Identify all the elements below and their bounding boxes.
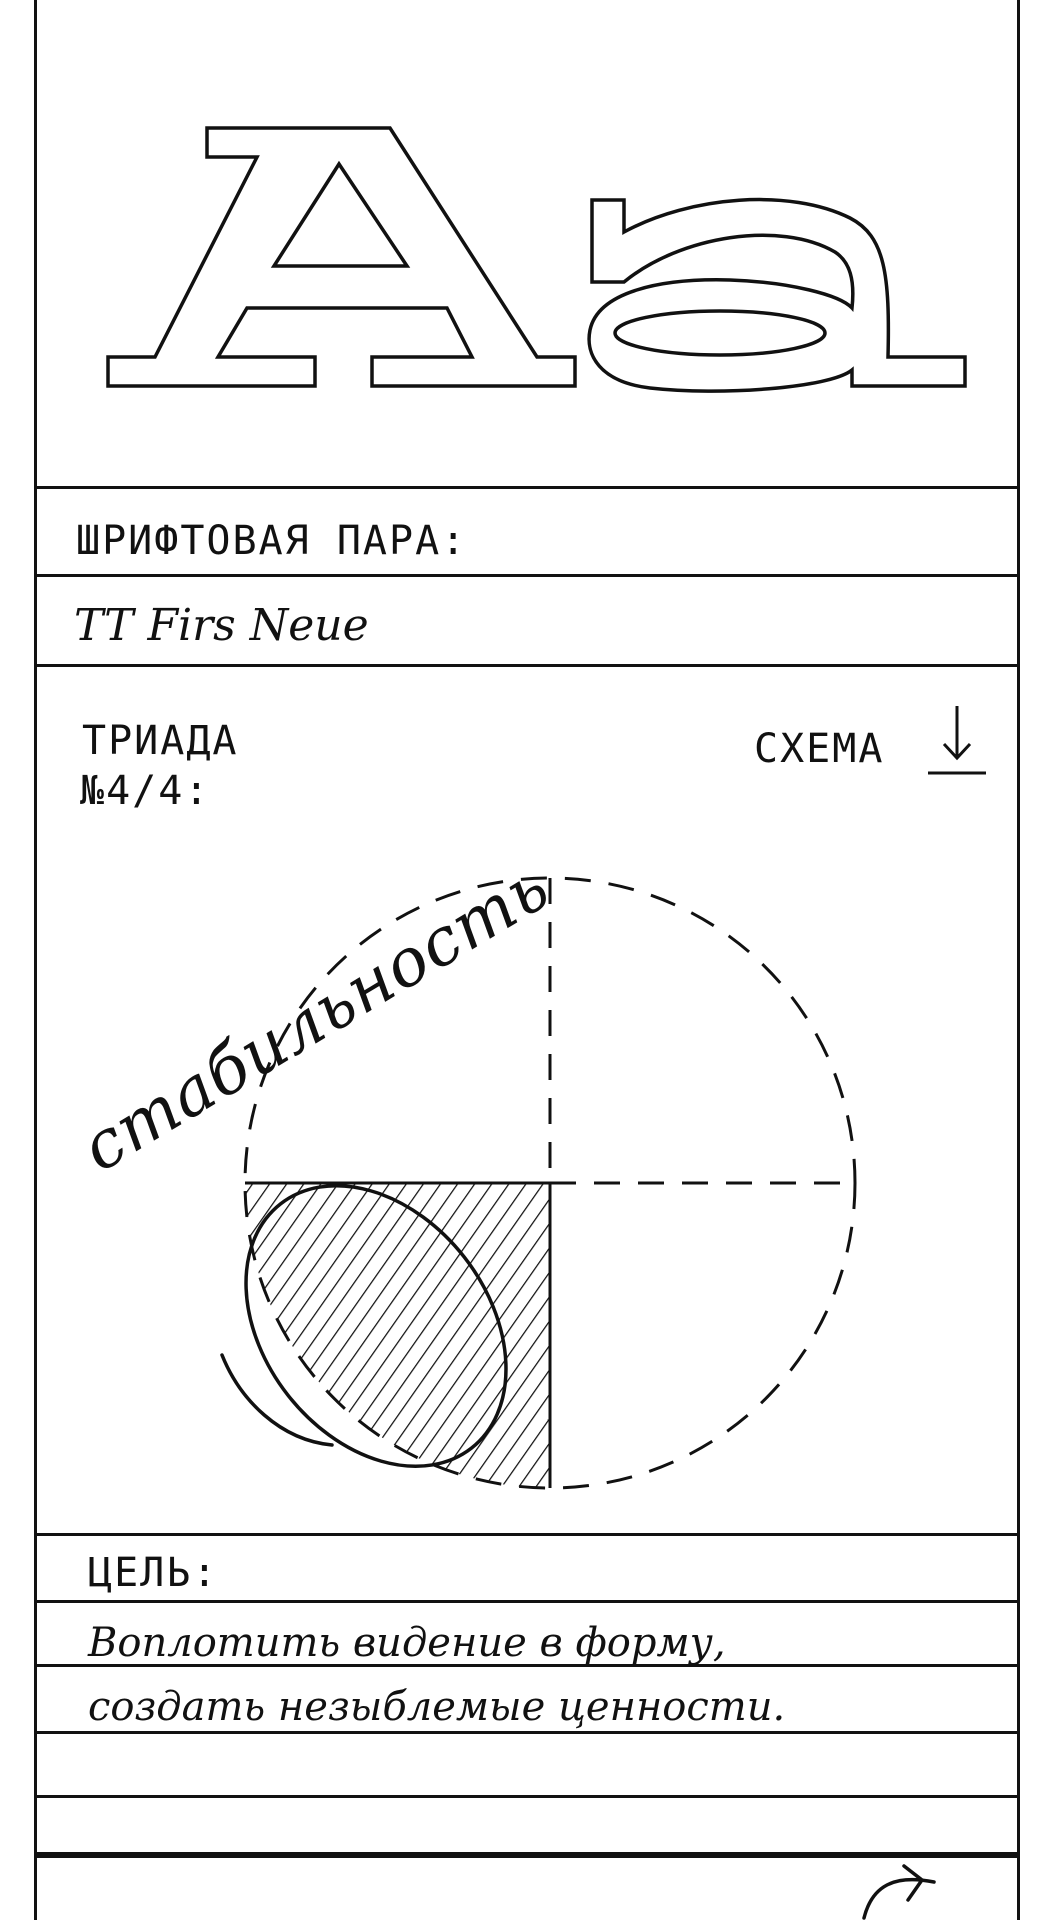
divider [34, 1852, 1020, 1855]
divider [34, 574, 1020, 577]
divider [34, 1731, 1020, 1734]
triad-number: №4/4: [80, 768, 211, 814]
font-pair-value: TT Firs Neue [74, 600, 369, 651]
font-specimen-aa [106, 126, 967, 393]
divider [34, 1533, 1020, 1536]
arrow-forward-icon [862, 1864, 936, 1920]
goal-text-line-2: создать незыблемые ценности. [88, 1684, 786, 1730]
divider [34, 1664, 1020, 1667]
divider [34, 664, 1020, 667]
goal-text-line-1: Воплотить видение в форму, [88, 1620, 726, 1666]
scheme-label: СХЕМА [754, 726, 885, 772]
divider [34, 1795, 1020, 1798]
next-button[interactable] [34, 1855, 1020, 1920]
triad-label: ТРИАДА [82, 718, 239, 764]
divider [34, 486, 1020, 489]
font-pair-label: ШРИФТОВАЯ ПАРА: [76, 518, 468, 564]
card-frame [34, 0, 1020, 1920]
divider [34, 1600, 1020, 1603]
download-icon [928, 706, 986, 775]
download-scheme-button[interactable]: СХЕМА [752, 700, 992, 780]
goal-label: ЦЕЛЬ: [88, 1550, 219, 1596]
triad-diagram [220, 876, 857, 1490]
